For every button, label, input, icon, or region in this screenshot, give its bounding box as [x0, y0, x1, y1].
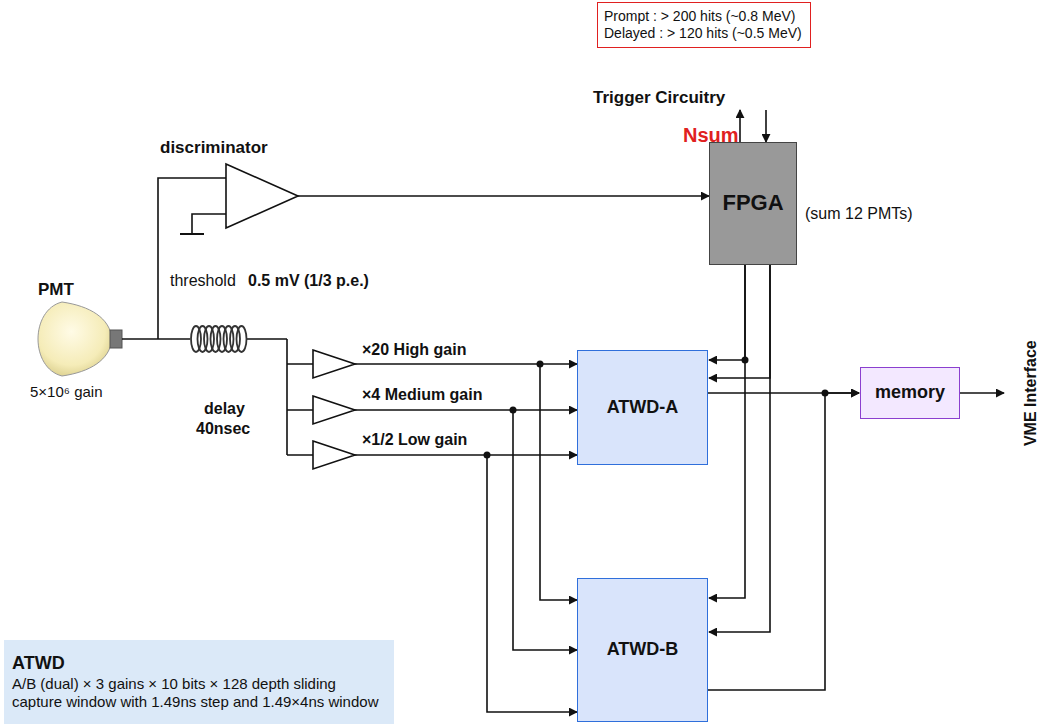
- connector: [709, 265, 745, 598]
- node-text: A/B (dual) × 3 gains × 10 bits × 128 dep…: [12, 675, 384, 711]
- node-title: ATWD-A: [607, 397, 679, 419]
- delay-value: 40nsec: [196, 420, 250, 438]
- trigger-label: Trigger Circuitry: [593, 88, 725, 108]
- component-label: PMT: [38, 280, 74, 300]
- signal-wires: [122, 110, 1004, 712]
- component-label: discriminator: [160, 138, 268, 158]
- threshold-value: 0.5 mV (1/3 p.e.): [248, 272, 369, 290]
- gain-label: 5×10⁶ gain: [30, 383, 103, 400]
- node-title: Prompt : > 200 hits (~0.8 MeV): [604, 8, 795, 25]
- interface-label: VME Interface: [1022, 340, 1040, 446]
- node-title: ATWD: [12, 653, 65, 675]
- coil-winding: [237, 326, 247, 352]
- pmt-illustration: [38, 302, 122, 376]
- connector: [709, 265, 770, 632]
- threshold-label: threshold: [170, 272, 236, 290]
- component-label: delay: [204, 400, 245, 418]
- node-text: Delayed : > 120 hits (~0.5 MeV): [604, 25, 802, 42]
- node-title: ATWD-B: [607, 639, 679, 661]
- gain-label: ×20 High gain: [362, 341, 466, 359]
- gain-label: ×1/2 Low gain: [362, 431, 467, 449]
- node-title: FPGA: [722, 190, 783, 216]
- note-label: (sum 12 PMTs): [805, 205, 913, 223]
- atwd-box: ATWD-B: [577, 578, 708, 722]
- atwd-box: ATWD-A: [577, 350, 708, 465]
- gain-label: ×4 Medium gain: [362, 386, 482, 404]
- connector: [709, 265, 770, 378]
- memory-box: memory: [860, 367, 960, 419]
- delay-coil: [191, 326, 247, 352]
- connector: [708, 393, 859, 690]
- connector: [709, 265, 745, 360]
- info-box: ATWDA/B (dual) × 3 gains × 10 bits × 128…: [4, 640, 394, 724]
- signal-name: Nsum: [683, 124, 739, 147]
- trigger-threshold-box: Prompt : > 200 hits (~0.8 MeV)Delayed : …: [597, 2, 811, 48]
- fpga-box: FPGA: [709, 142, 797, 265]
- node-title: memory: [875, 382, 945, 404]
